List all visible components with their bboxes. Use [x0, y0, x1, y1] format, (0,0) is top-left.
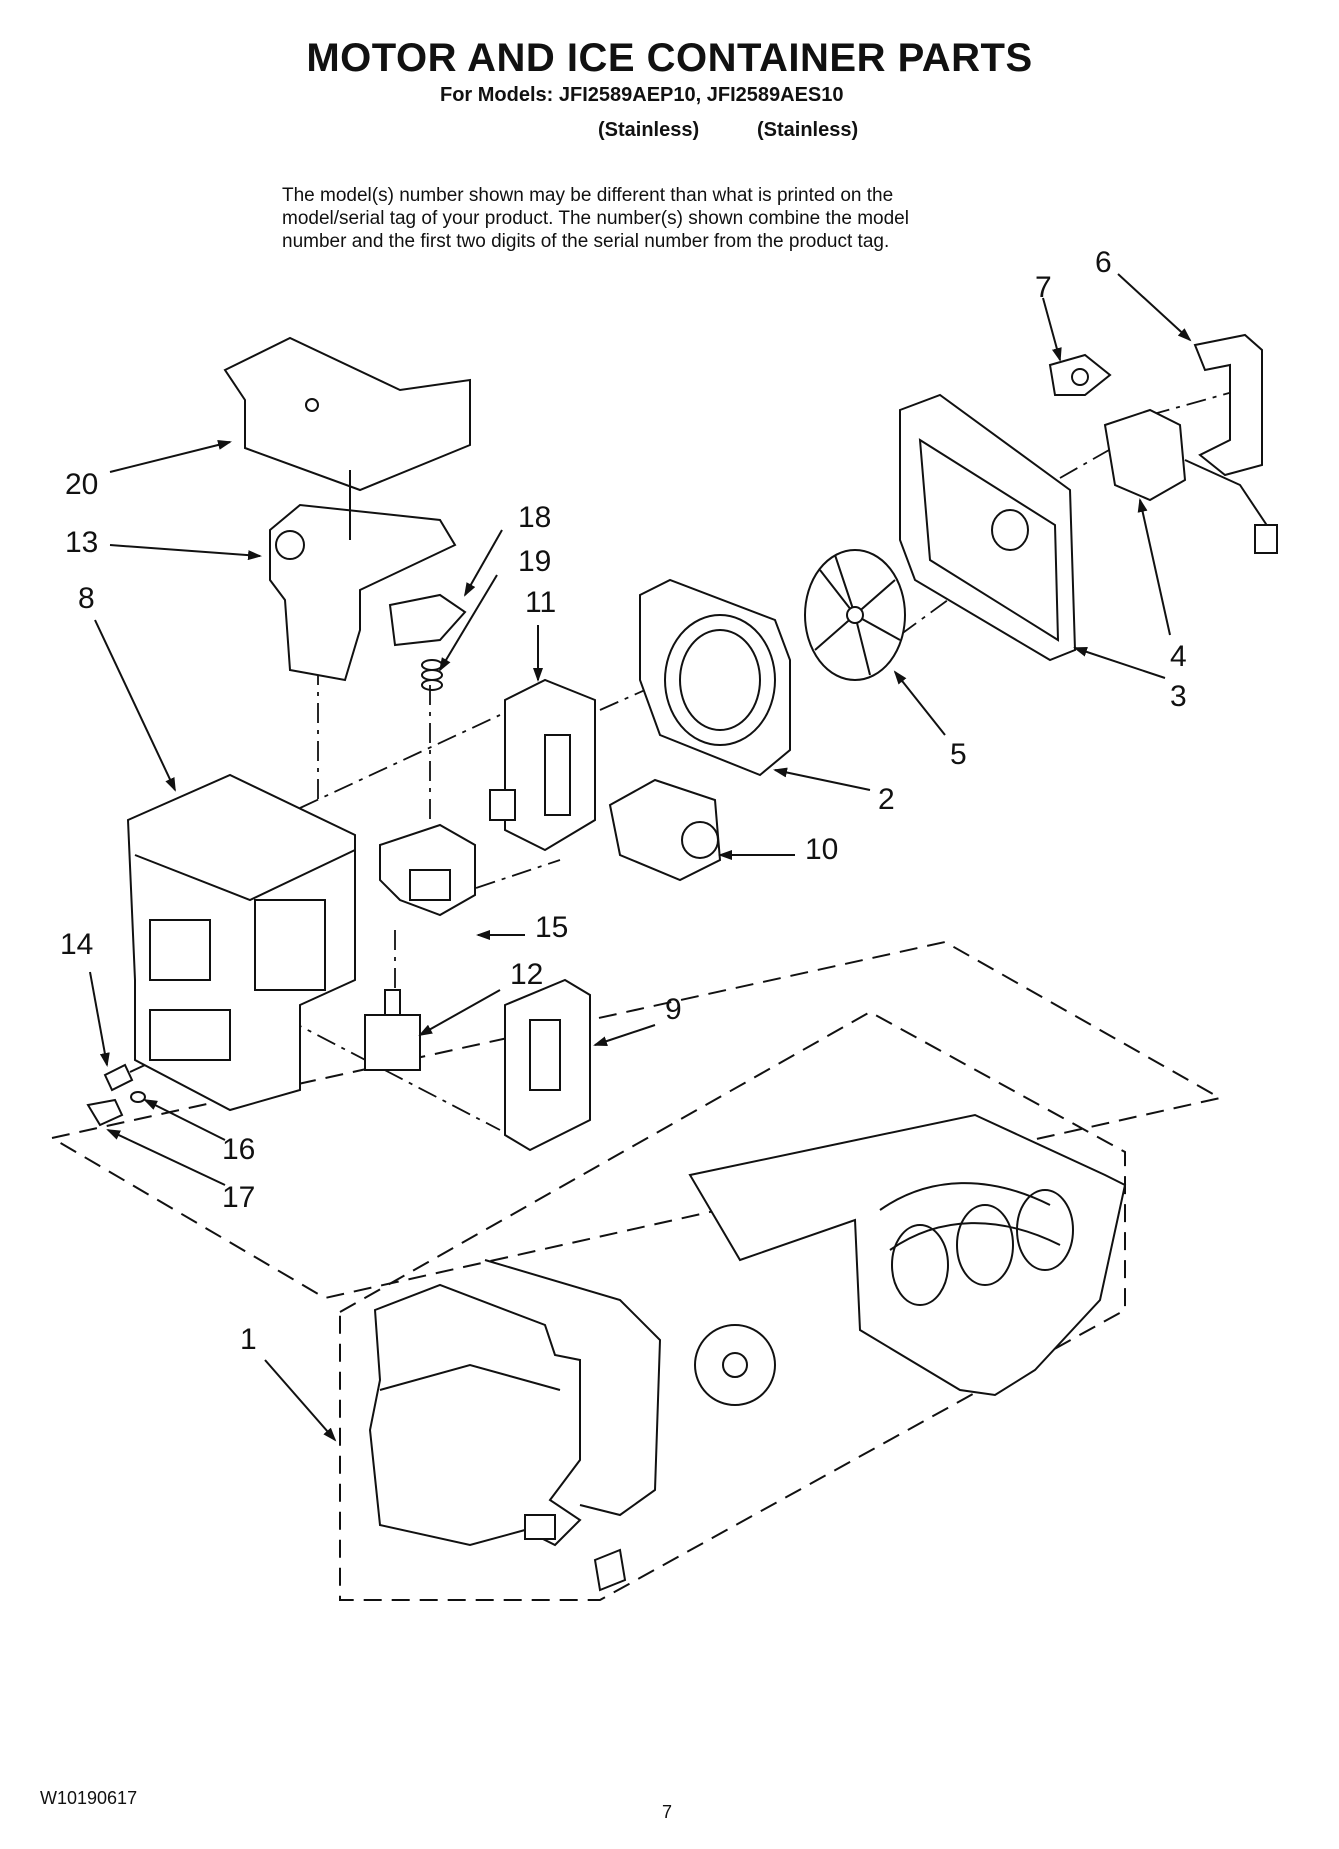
document-id: W10190617: [40, 1788, 138, 1808]
callout-14: 14: [60, 928, 94, 961]
callout-13: 13: [65, 526, 99, 559]
callout-8: 8: [78, 582, 95, 615]
callout-1: 1: [240, 1323, 257, 1356]
callout-6: 6: [1095, 246, 1112, 279]
model-number-note: The model(s) number shown may be differe…: [282, 184, 1082, 253]
part-19-spring: [421, 659, 443, 691]
callout-5: 5: [950, 738, 967, 771]
callout-16: 16: [222, 1133, 256, 1166]
callout-20: 20: [65, 468, 99, 501]
callout-4: 4: [1170, 640, 1187, 673]
callout-17: 17: [222, 1181, 256, 1214]
part-17-clip: [86, 1098, 124, 1127]
part-16-washer: [130, 1091, 146, 1103]
callout-9: 9: [665, 993, 682, 1026]
note-line-3: number and the first two digits of the s…: [282, 231, 890, 252]
part-20-insulation-sheet: [223, 336, 471, 492]
part-15-solenoid-bracket: [379, 823, 476, 917]
models-line: For Models: JFI2589AEP10, JFI2589AES10: [440, 84, 844, 106]
note-line-2: model/serial tag of your product. The nu…: [282, 208, 909, 229]
part-3-fan-housing: [899, 393, 1077, 662]
part-4-fan-motor: [1103, 408, 1278, 554]
callout-10: 10: [805, 833, 839, 866]
variant-label-2: (Stainless): [757, 119, 859, 141]
part-18-switch-cover: [388, 593, 467, 647]
part-5-fan-blade: [804, 549, 906, 681]
part-7-mount-clip: [1048, 353, 1112, 396]
callout-2: 2: [878, 783, 895, 816]
callout-3: 3: [1170, 680, 1187, 713]
part-10-auger-motor: [608, 778, 722, 882]
callout-15: 15: [535, 911, 569, 944]
ice-container-assembly-outline: [339, 1010, 1126, 1601]
part-1-ice-container: [368, 1113, 1127, 1592]
callout-19: 19: [518, 545, 552, 578]
callout-11: 11: [525, 586, 557, 619]
callout-18: 18: [518, 501, 552, 534]
callout-12: 12: [510, 958, 544, 991]
part-11-bracket: [489, 678, 596, 852]
part-6-motor-bracket: [1193, 333, 1263, 477]
ice-bin-assembly-outline: [49, 940, 1223, 1300]
variant-label-1: (Stainless): [598, 119, 700, 141]
part-12-solenoid: [364, 989, 421, 1071]
part-9-cover-plate: [504, 978, 591, 1152]
part-13-ice-chute-duct: [269, 470, 457, 682]
part-14-screw: [103, 1063, 146, 1092]
part-8-housing: [126, 773, 356, 1112]
note-line-1: The model(s) number shown may be differe…: [282, 185, 894, 206]
page-title: MOTOR AND ICE CONTAINER PARTS: [306, 36, 1033, 80]
part-2-fan-shroud: [639, 578, 791, 777]
callout-7: 7: [1035, 271, 1052, 304]
page-number: 7: [662, 1802, 673, 1822]
